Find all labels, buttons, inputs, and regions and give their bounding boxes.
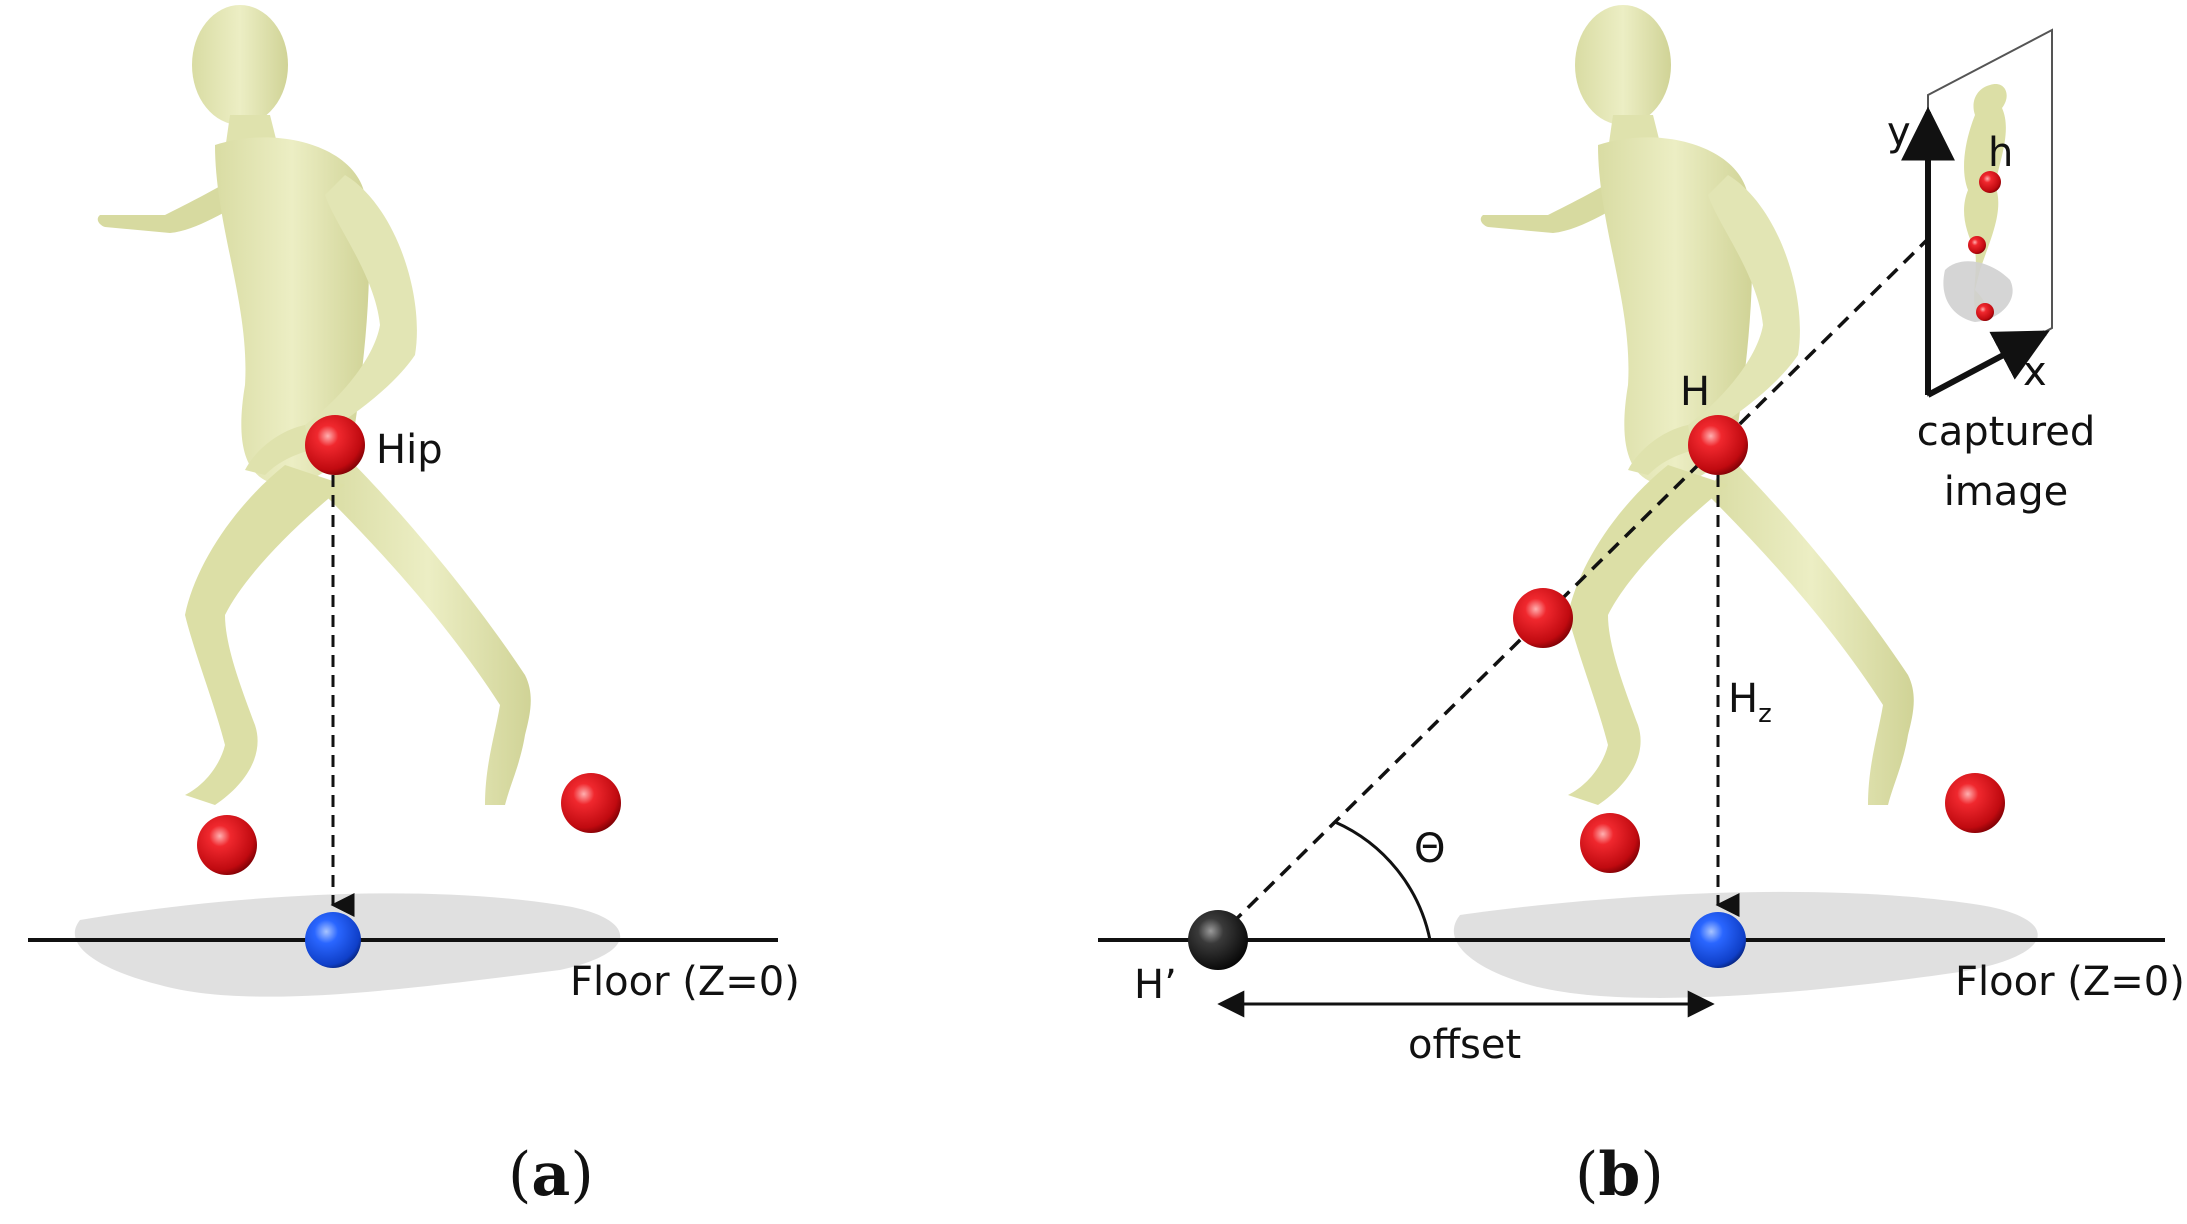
panel-caption-a: (a) xyxy=(508,1140,594,1210)
floor-label-b: Floor (Z=0) xyxy=(1955,959,2185,1005)
captured-image-plane xyxy=(1901,28,2053,398)
x-axis-label: x xyxy=(2023,349,2047,395)
ankle-joint-rear-b xyxy=(1945,773,2005,833)
hip-label-b: H xyxy=(1680,369,1710,415)
hip-joint-a xyxy=(305,415,365,475)
floor-label-a: Floor (Z=0) xyxy=(570,959,800,1005)
mini-shadow xyxy=(1943,261,2013,322)
panel-caption-a-letter: a xyxy=(531,1140,570,1210)
offset-label: offset xyxy=(1408,1022,1521,1068)
angle-arc xyxy=(1334,820,1432,941)
mini-hip-joint xyxy=(1979,171,2001,193)
x-axis xyxy=(1926,330,2050,398)
mini-figure xyxy=(1964,84,2007,320)
ankle-joint-front-a xyxy=(197,815,257,875)
y-axis-label: y xyxy=(1887,109,1911,155)
shadow-b xyxy=(1453,891,2038,998)
mini-ankle-joint xyxy=(1976,303,1994,321)
height-label-main: H xyxy=(1728,676,1758,722)
ankle-joint-front-b xyxy=(1580,813,1640,873)
runner-figure-a xyxy=(97,5,531,805)
panel-a: Hip Floor (Z=0) (a) xyxy=(28,5,800,1210)
angle-label: Θ xyxy=(1414,826,1445,872)
height-label: Hz xyxy=(1728,676,1772,729)
height-label-subscript: z xyxy=(1758,699,1772,729)
panel-caption-b-letter: b xyxy=(1598,1140,1640,1210)
floor-point-b xyxy=(1690,912,1746,968)
projection-label: H’ xyxy=(1134,962,1177,1008)
panel-caption-b: (b) xyxy=(1575,1140,1664,1210)
image-point-label: h xyxy=(1988,130,2013,176)
captured-label-line1: captured xyxy=(1917,409,2096,455)
captured-label-line2: image xyxy=(1944,469,2069,515)
knee-joint-b xyxy=(1513,588,1573,648)
floor-point-a xyxy=(305,912,361,968)
panel-b: H Hz Θ H’ offset Floor (Z=0) h y x captu… xyxy=(1098,5,2185,1210)
hip-joint-b xyxy=(1688,415,1748,475)
mini-knee-joint xyxy=(1968,236,1986,254)
ankle-joint-rear-a xyxy=(561,773,621,833)
hip-label-a: Hip xyxy=(376,427,443,473)
projection-ray xyxy=(1213,176,1992,942)
projection-point xyxy=(1188,910,1248,970)
